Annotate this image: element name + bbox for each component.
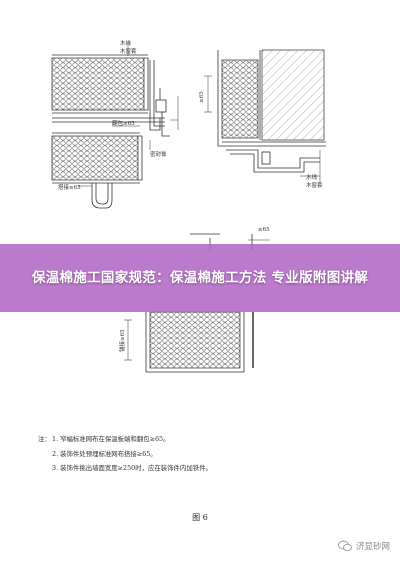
label-bottom-left: 搭接≥65 <box>58 183 81 191</box>
note-item: 1. 窄幅标准网布在保温板端和翻包≥65。 <box>52 435 170 443</box>
label-lower-left: 锚接≥65 <box>118 329 126 352</box>
label-right-bottom-1: 木线 <box>306 173 318 181</box>
label-top-right-1: 木线 <box>120 39 132 47</box>
note-row: 注： 1. 窄幅标准网布在保温板端和翻包≥65。 <box>38 432 338 447</box>
label-mid-left: 翻包≥65 <box>112 119 135 127</box>
label-right-vertical: ≥65 <box>199 91 205 103</box>
detail-lower <box>124 233 270 373</box>
title-banner: 保温棉施工国家规范：保温棉施工方法 专业版附图讲解 <box>0 244 400 312</box>
watermark-text: 济显砂网 <box>355 542 390 552</box>
note-item: 2. 装饰件处预埋标准网布搭接≥65。 <box>52 449 157 458</box>
banner-title: 保温棉施工国家规范：保温棉施工方法 专业版附图讲解 <box>31 269 369 286</box>
detail-top-right <box>204 49 326 182</box>
label-mid-right: 密封膏 <box>150 150 167 158</box>
label-right-bottom-2: 木窗套 <box>306 181 323 189</box>
note-indent <box>38 447 52 462</box>
note-item: 3. 装饰件挑出墙面宽度≥250时，应在装饰件内加铁件。 <box>52 464 212 472</box>
note-row: 2. 装饰件处预埋标准网布搭接≥65。 <box>38 447 338 462</box>
notes-prefix: 注： <box>38 435 51 443</box>
figure-caption: 图 6 <box>192 513 208 522</box>
label-top-right-2: 木窗套 <box>120 47 137 55</box>
label-lower-top: ≥65 <box>258 227 270 233</box>
watermark: 济显砂网 <box>338 540 390 552</box>
note-indent <box>38 461 52 476</box>
drawing-notes: 注： 1. 窄幅标准网布在保温板端和翻包≥65。 2. 装饰件处预埋标准网布搭接… <box>38 432 338 476</box>
note-row: 3. 装饰件挑出墙面宽度≥250时，应在装饰件内加铁件。 <box>38 461 338 476</box>
detail-top-left <box>51 42 179 209</box>
wechat-icon <box>338 540 352 552</box>
